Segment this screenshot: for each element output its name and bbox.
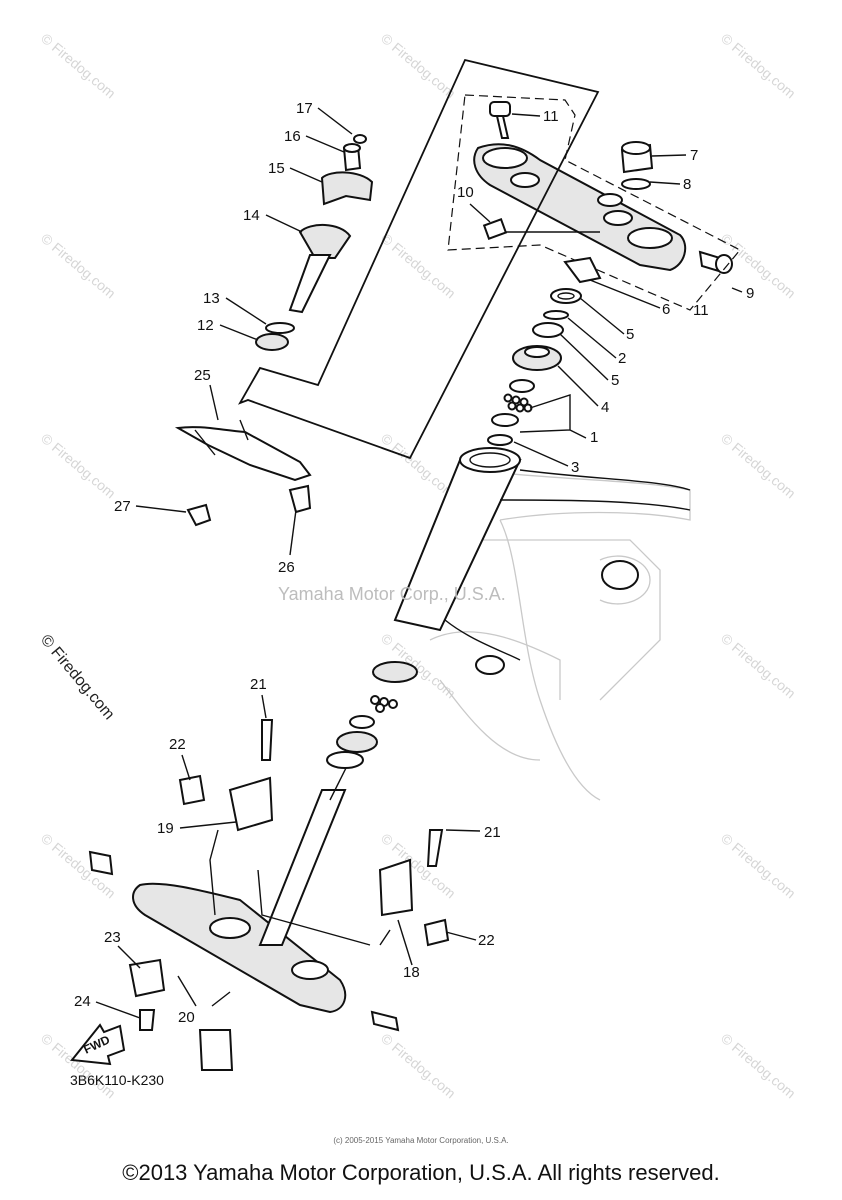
callout-6: 6 [662,301,670,318]
callout-5: 5 [626,326,634,343]
watermark: © Firedog.com [378,230,459,301]
callout-8: 8 [683,176,691,193]
callout-23: 23 [104,929,121,946]
leader-lines-lower [209,829,391,946]
callout-17: 17 [296,100,313,117]
under-bracket [88,661,418,1071]
watermark: © Firedog.com [38,430,119,501]
callout-21: 21 [250,676,267,693]
watermark: © Firedog.com [378,30,459,101]
watermark: © Firedog.com [718,630,799,701]
upper-bracket [473,143,687,272]
callout-2: 2 [618,350,626,367]
watermark: © Firedog.com [378,1030,459,1101]
callout-11b: 11 [693,302,709,319]
nut-7 [620,141,654,174]
callout-12: 12 [197,317,214,334]
watermark: © Firedog.com [718,430,799,501]
small-print: (c) 2005-2015 Yamaha Motor Corporation, … [333,1136,509,1145]
callout-27: 27 [114,498,131,515]
callout-16: 16 [284,128,301,145]
watermark: © Firedog.com [38,30,119,101]
callout-leaders [95,107,743,1019]
holder-frame [237,58,600,460]
callout-11: 11 [543,108,559,125]
watermark: © Firedog.com [718,30,799,101]
callout-22b: 22 [478,932,495,949]
watermark: © Firedog.com [718,1030,799,1101]
callout-1: 1 [590,429,598,446]
callout-4: 4 [601,399,609,416]
callouts: 17 16 15 14 13 12 11 7 8 10 9 11 6 5 2 5… [74,100,754,1026]
watermark: © Firedog.com [38,230,119,301]
callout-20: 20 [178,1009,195,1026]
copyright-footer: ©2013 Yamaha Motor Corporation, U.S.A. A… [122,1160,720,1185]
handlebar-holder [255,134,374,351]
steering-stem-parts [487,256,602,446]
firedog-watermark: © Firedog.com [37,632,118,723]
callout-3: 3 [571,459,579,476]
callout-5b: 5 [611,372,619,389]
callout-7: 7 [690,147,698,164]
cable-guide [174,419,312,527]
washer-8 [621,178,651,190]
center-watermark: Yamaha Motor Corp., U.S.A. [278,584,506,604]
bolt-11-top [489,101,511,139]
steering-head-pipe [393,447,691,675]
callout-14: 14 [243,207,260,224]
bolt-11-side [698,250,733,274]
fwd-arrow: FWD [70,1023,126,1066]
callout-19: 19 [157,820,174,837]
callout-10: 10 [457,184,474,201]
assembly-bracket-dashed [447,94,741,311]
callout-18: 18 [403,964,420,981]
callout-24: 24 [74,993,91,1010]
callout-25: 25 [194,367,211,384]
brackets-18-19 [128,719,450,1031]
callout-26: 26 [278,559,295,576]
frame-outline [429,469,691,801]
callout-21b: 21 [484,824,501,841]
label-10 [482,218,508,240]
callout-15: 15 [268,160,285,177]
callout-9: 9 [746,285,754,302]
callout-13: 13 [203,290,220,307]
part-code: 3B6K110-K230 [70,1072,164,1088]
watermark: © Firedog.com [718,830,799,901]
callout-22: 22 [169,736,186,753]
